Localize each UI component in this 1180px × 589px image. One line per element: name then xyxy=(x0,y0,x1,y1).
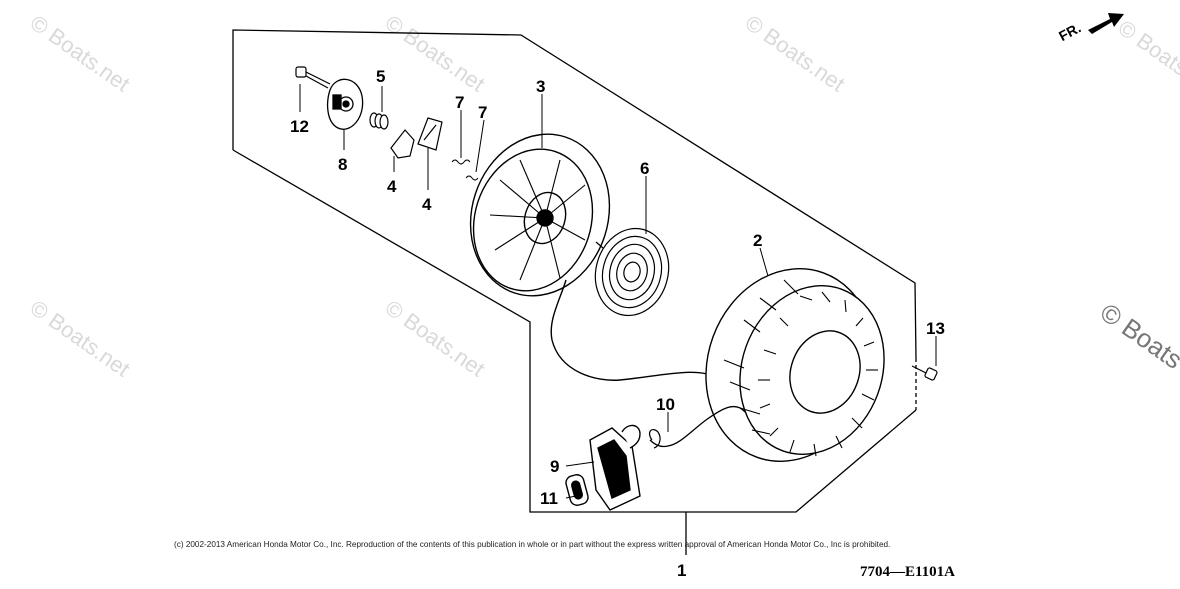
callout-11: 11 xyxy=(540,489,558,508)
callout-4b: 4 xyxy=(422,195,432,214)
callout-8: 8 xyxy=(338,155,347,174)
spring-7a xyxy=(451,159,471,165)
callout-7a: 7 xyxy=(455,93,464,112)
clip-10 xyxy=(648,428,661,449)
diagram-code: 7704—E1101A xyxy=(860,564,956,580)
bolt-12 xyxy=(295,66,331,89)
callout-2: 2 xyxy=(753,231,762,250)
callout-4a: 4 xyxy=(387,177,397,196)
callout-12: 12 xyxy=(290,117,309,136)
insert-11 xyxy=(565,474,589,506)
starter-case-2 xyxy=(705,268,885,462)
callout-7b: 7 xyxy=(478,103,487,122)
spiral-spring-6 xyxy=(594,227,670,317)
assembly-outline xyxy=(232,29,917,555)
spring-7b xyxy=(465,175,479,181)
callout-3: 3 xyxy=(536,77,545,96)
callout-13: 13 xyxy=(926,319,945,338)
front-arrow-icon xyxy=(1088,13,1124,34)
callout-1: 1 xyxy=(677,561,687,580)
reel-3 xyxy=(469,133,611,297)
ratchet-4b xyxy=(417,117,443,151)
bolt-13 xyxy=(911,365,938,381)
callout-6: 6 xyxy=(640,159,649,178)
callout-10: 10 xyxy=(656,395,675,414)
starter-rope xyxy=(550,279,717,381)
leader-lines xyxy=(299,84,937,499)
copyright-notice: (c) 2002-2013 American Honda Motor Co., … xyxy=(174,540,891,549)
callout-5: 5 xyxy=(376,67,385,86)
spring-5 xyxy=(369,112,389,130)
grip-9 xyxy=(589,424,641,511)
ratchet-plate-8 xyxy=(326,78,364,130)
callout-9: 9 xyxy=(550,457,559,476)
ratchet-4a xyxy=(390,129,415,159)
